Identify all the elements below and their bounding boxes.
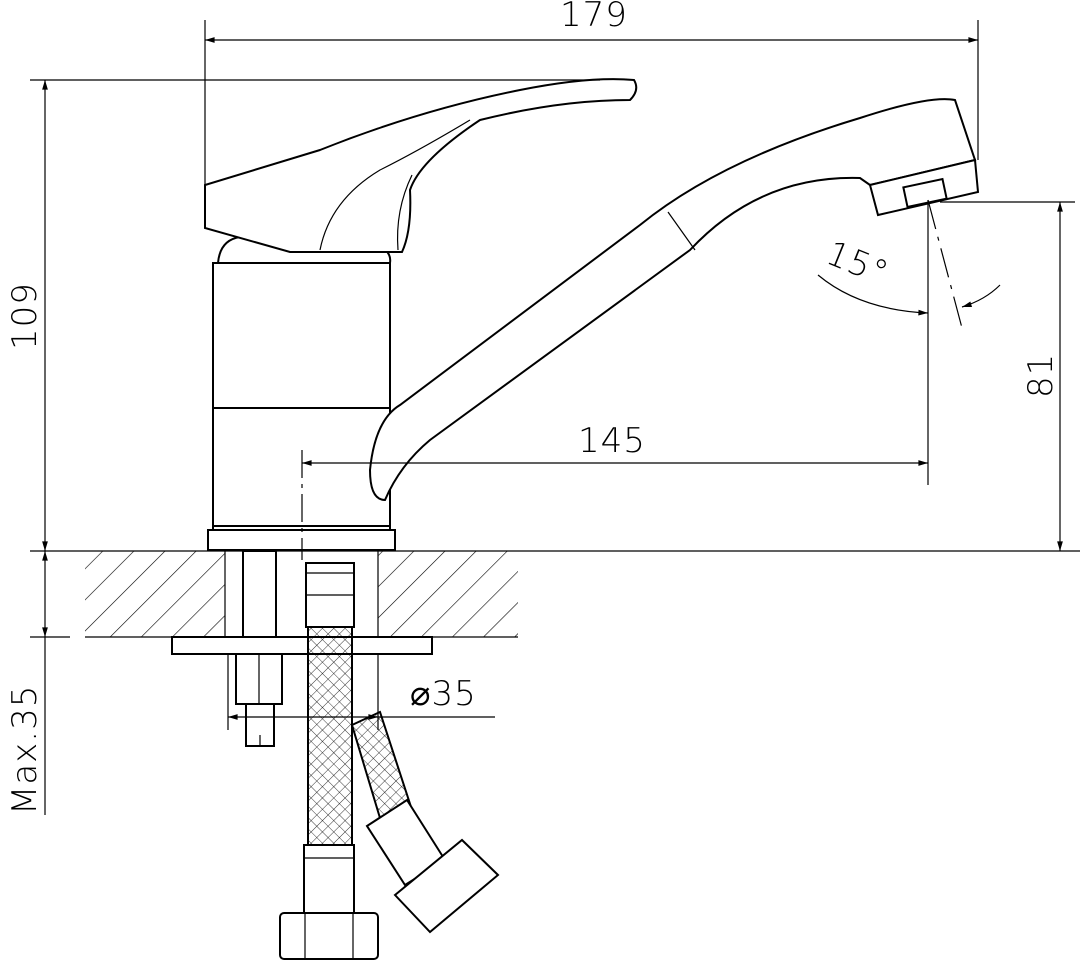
overall-width-label: 179 (560, 0, 628, 35)
spout (368, 98, 980, 502)
max-thickness-label: Max.35 (5, 685, 45, 815)
mounting-hardware (171, 550, 433, 747)
lever-handle (204, 78, 638, 253)
supply-hoses (279, 562, 500, 960)
hole-diameter-label: ⌀35 (410, 674, 477, 714)
spout-reach-label: 145 (578, 421, 646, 461)
spout-height-label: 81 (1021, 353, 1061, 398)
countertop (30, 550, 1080, 638)
dimension-lines (30, 20, 1075, 815)
overall-height-label: 109 (5, 282, 45, 350)
